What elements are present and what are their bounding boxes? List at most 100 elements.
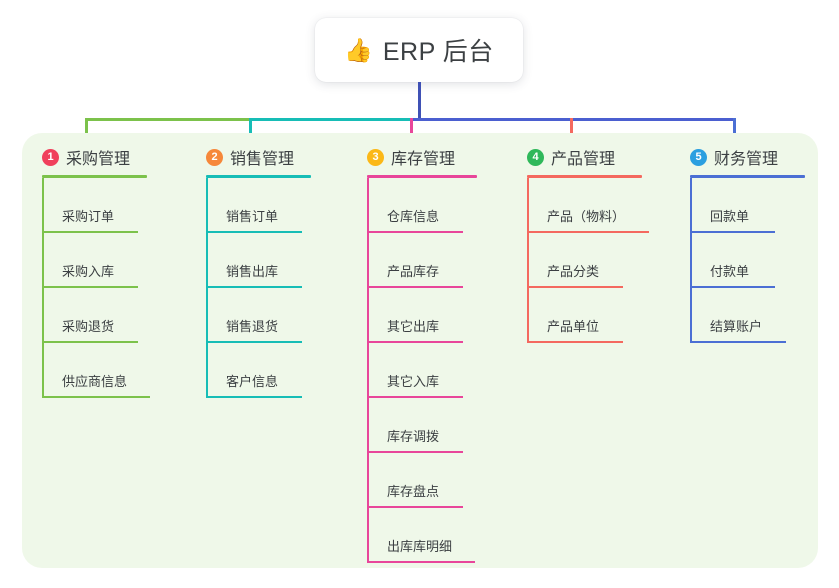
leaf-item-label: 结算账户 [710,319,763,334]
leaf-item-underline [690,341,786,343]
column-underline [206,175,311,178]
leaf-item[interactable]: 库存盘点 [367,453,467,508]
column-underline [527,175,642,178]
leaf-item-label: 产品单位 [547,319,600,334]
leaf-item[interactable]: 销售出库 [206,233,306,288]
column-underline [690,175,805,178]
leaf-item[interactable]: 库存调拨 [367,398,467,453]
leaf-item[interactable]: 采购退货 [42,288,142,343]
leaf-item-label: 付款单 [710,264,750,279]
leaf-item[interactable]: 采购订单 [42,178,142,233]
column-badge-3: 3 [367,148,384,166]
leaf-item-underline [367,506,463,508]
thumbs-up-icon: 👍 [344,36,373,63]
leaf-item-label: 产品库存 [387,264,440,279]
leaf-item-label: 产品分类 [547,264,600,279]
leaf-item[interactable]: 客户信息 [206,343,306,398]
leaf-item[interactable]: 结算账户 [690,288,790,343]
leaf-item[interactable]: 销售退货 [206,288,306,343]
root-node-title: ERP 后台 [382,38,494,66]
leaf-item[interactable]: 回款单 [690,178,779,233]
leaf-item-label: 销售出库 [226,264,279,279]
bus-segment-green [85,118,249,121]
branch-column-1: 1 采购管理采购订单采购入库采购退货供应商信息 [42,145,150,398]
leaf-item-label: 销售退货 [226,319,279,334]
column-badge-4: 4 [527,148,544,166]
leaf-item-label: 回款单 [710,209,750,224]
leaf-item[interactable]: 仓库信息 [367,178,467,233]
leaf-item-label: 其它入库 [387,374,440,389]
root-node[interactable]: 👍 ERP 后台 [315,18,523,82]
leaf-item[interactable]: 销售订单 [206,178,306,233]
column-underline [42,175,147,178]
leaf-item[interactable]: 产品库存 [367,233,467,288]
leaf-item-label: 出库库明细 [387,539,453,554]
leaf-item[interactable]: 供应商信息 [42,343,154,398]
leaf-item-underline [42,341,138,343]
leaf-item-underline [367,286,463,288]
leaf-item-underline [206,231,302,233]
leaf-item-label: 产品（物料） [547,209,626,224]
column-title: 采购管理 [66,151,131,168]
leaf-item[interactable]: 产品（物料） [527,178,653,233]
leaf-item[interactable]: 产品分类 [527,233,627,288]
leaf-item-underline [42,396,150,398]
leaf-item-underline [206,341,302,343]
leaf-item-label: 其它出库 [387,319,440,334]
leaf-item-underline [690,231,775,233]
leaf-item-underline [367,341,463,343]
leaf-item-underline [527,341,623,343]
leaf-item[interactable]: 付款单 [690,233,779,288]
leaf-item-label: 仓库信息 [387,209,440,224]
column-badge-5: 5 [690,148,707,166]
column-header-4[interactable]: 4 产品管理 [527,145,642,169]
leaf-item[interactable]: 产品单位 [527,288,627,343]
leaf-item-label: 采购订单 [62,209,115,224]
leaf-item-underline [42,231,138,233]
leaf-item-label: 库存调拨 [387,429,440,444]
root-stem-line [418,82,421,121]
column-items: 采购订单采购入库采购退货供应商信息 [42,178,150,398]
column-items: 销售订单销售出库销售退货客户信息 [206,178,311,398]
leaf-item-underline [367,231,463,233]
column-badge-1: 1 [42,148,59,166]
leaf-item-label: 销售订单 [226,209,279,224]
column-items: 仓库信息产品库存其它出库其它入库库存调拨库存盘点出库库明细 [367,178,477,563]
leaf-item-underline [527,286,623,288]
leaf-item-label: 库存盘点 [387,484,440,499]
leaf-item-underline [206,396,302,398]
column-spine [527,178,529,343]
leaf-item-underline [367,451,463,453]
column-underline [367,175,477,178]
column-header-1[interactable]: 1 采购管理 [42,145,147,169]
leaf-item[interactable]: 其它入库 [367,343,467,398]
branches-panel [22,133,818,568]
column-spine [367,178,369,563]
branch-column-4: 4 产品管理产品（物料） 产品分类产品单位 [527,145,649,343]
leaf-item-underline [206,286,302,288]
branch-column-2: 2 销售管理销售订单销售出库销售退货客户信息 [206,145,311,398]
leaf-item-label: 采购入库 [62,264,115,279]
leaf-item-label: 供应商信息 [62,374,128,389]
column-header-2[interactable]: 2 销售管理 [206,145,311,169]
column-badge-2: 2 [206,148,223,166]
column-spine [690,178,692,343]
column-title: 销售管理 [230,151,295,168]
leaf-item[interactable]: 其它出库 [367,288,467,343]
column-title: 产品管理 [551,151,616,168]
leaf-item[interactable]: 采购入库 [42,233,142,288]
column-spine [206,178,208,398]
column-items: 回款单付款单结算账户 [690,178,805,343]
column-spine [42,178,44,398]
leaf-item-underline [367,561,475,563]
leaf-item-underline [42,286,138,288]
leaf-item-underline [367,396,463,398]
leaf-item-underline [690,286,775,288]
bus-segment-blue [410,118,736,121]
leaf-item[interactable]: 出库库明细 [367,508,479,563]
